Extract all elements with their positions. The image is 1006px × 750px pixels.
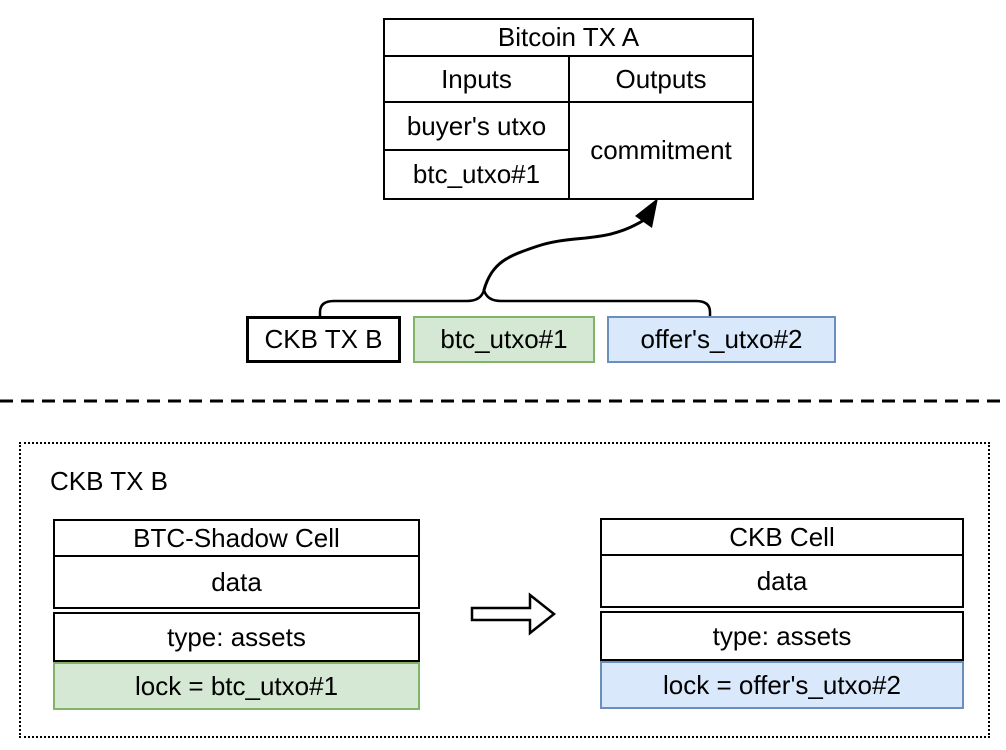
bitcoin-tx-a-header-row: Inputs Outputs	[383, 55, 754, 103]
ckb-cell-lock-row: lock = offer's_utxo#2	[600, 661, 964, 709]
ckb-cell-title: CKB Cell	[600, 518, 964, 556]
offers-utxo-2-box-label: offer's_utxo#2	[640, 324, 803, 354]
bitcoin-tx-a-title: Bitcoin TX A	[383, 18, 754, 57]
table-row: btc_utxo#1	[383, 149, 753, 200]
btc-shadow-cell-title: BTC-Shadow Cell	[53, 519, 420, 557]
btc-shadow-cell-data-row: data	[53, 555, 420, 609]
output-commitment: commitment	[568, 101, 754, 200]
ckb-tx-b-section-title: CKB TX B	[50, 466, 169, 496]
ckb-tx-b-box-label: CKB TX B	[264, 324, 383, 354]
input-buyers-utxo: buyer's utxo	[383, 101, 570, 151]
ckb-tx-b-box: CKB TX B	[246, 316, 401, 363]
btc-shadow-cell-lock-row: lock = btc_utxo#1	[53, 662, 420, 710]
inputs-header: Inputs	[383, 55, 570, 103]
input-btc-utxo-1: btc_utxo#1	[383, 149, 570, 200]
ckb-cell-type-row: type: assets	[600, 611, 964, 661]
btc-shadow-cell-table: BTC-Shadow Cell data type: assets lock =…	[53, 519, 420, 710]
btc-utxo-1-box: btc_utxo#1	[413, 316, 595, 363]
ckb-cell-data-row: data	[600, 554, 964, 608]
bitcoin-tx-a-table: Bitcoin TX A Inputs Outputs buyer's utxo…	[383, 18, 754, 200]
curved-arrow-icon	[482, 218, 646, 292]
outputs-header: Outputs	[568, 55, 754, 103]
table-row: buyer's utxo commitment	[383, 101, 754, 200]
bitcoin-tx-a-title-row: Bitcoin TX A	[383, 18, 754, 57]
ckb-cell-table: CKB Cell data type: assets lock = offer'…	[600, 518, 964, 709]
right-block-arrow-icon	[470, 592, 557, 636]
brace-connector-icon	[318, 285, 712, 319]
ckb-tx-b-section: CKB TX B BTC-Shadow Cell data type: asse…	[19, 442, 990, 738]
offers-utxo-2-box: offer's_utxo#2	[607, 316, 836, 363]
btc-utxo-1-box-label: btc_utxo#1	[440, 324, 568, 354]
arrowhead-icon	[635, 198, 658, 228]
btc-shadow-cell-type-row: type: assets	[53, 612, 420, 662]
